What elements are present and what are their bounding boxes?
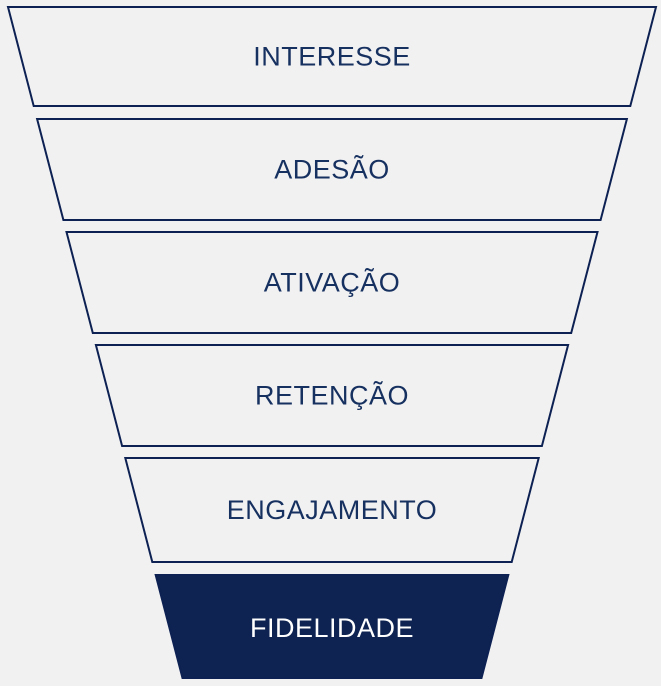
funnel-stage-fidelidade: FIDELIDADE <box>154 574 510 679</box>
funnel-stage-engajamento: ENGAJAMENTO <box>124 457 540 563</box>
funnel-stage-adesao-label: ADESÃO <box>274 154 390 185</box>
funnel-stage-ativacao-shape <box>65 231 599 334</box>
funnel-stage-adesao-shape <box>35 118 629 221</box>
funnel-stage-fidelidade-shape <box>154 574 510 679</box>
funnel-stage-retencao: RETENÇÃO <box>94 344 570 447</box>
funnel-stage-ativacao: ATIVAÇÃO <box>65 231 599 334</box>
funnel-stage-engajamento-label: ENGAJAMENTO <box>227 495 438 525</box>
funnel-stage-interesse: INTERESSE <box>6 6 658 107</box>
funnel-stage-retencao-label: RETENÇÃO <box>255 380 409 411</box>
funnel-stage-interesse-label: INTERESSE <box>253 42 411 72</box>
funnel-stage-adesao: ADESÃO <box>35 118 629 221</box>
funnel-stage-engajamento-shape <box>124 457 540 563</box>
funnel-stage-retencao-shape <box>94 344 570 447</box>
funnel-stage-ativacao-label: ATIVAÇÃO <box>264 267 401 298</box>
funnel-stage-fidelidade-label: FIDELIDADE <box>250 613 414 643</box>
funnel-stage-interesse-shape <box>6 6 658 107</box>
